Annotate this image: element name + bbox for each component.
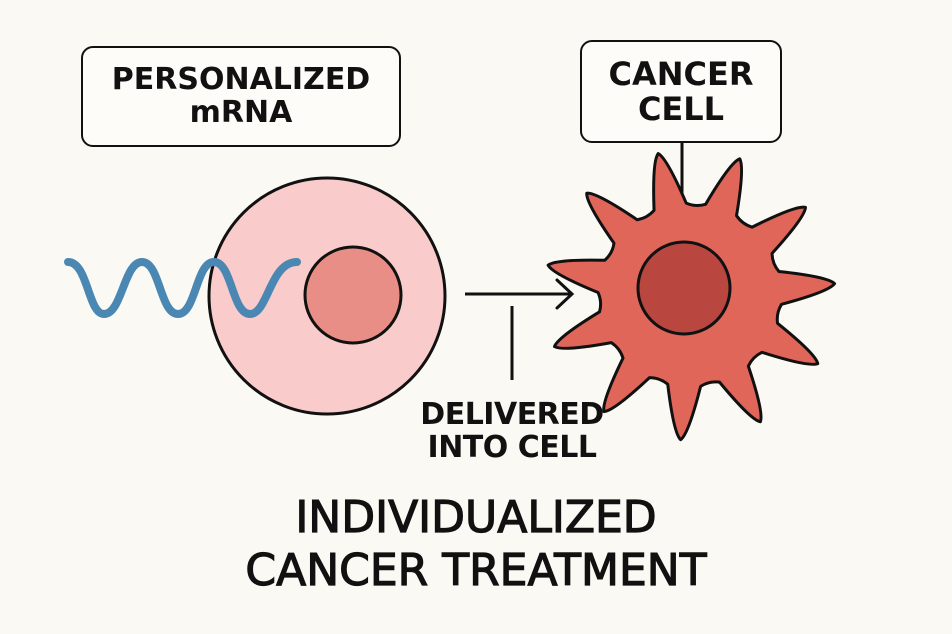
diagram-title: INDIVIDUALIZED CANCER TREATMENT [150, 491, 802, 598]
normal-cell-nucleus [303, 245, 403, 345]
cancer-label-line2: CELL [637, 89, 725, 128]
cancer-label-line1: CANCER [608, 54, 754, 93]
mrna-label-line1: PERSONALIZED [111, 62, 371, 98]
title-line1: INDIVIDUALIZED [295, 491, 658, 543]
mrna-label-line2: mRNA [189, 94, 293, 130]
delivered-into-cell-caption: DELIVERED INTO CELL [412, 398, 612, 464]
cancer-cell-label: CANCER CELL [580, 40, 782, 143]
mrna-strand-icon [64, 257, 301, 319]
title-line2: CANCER TREATMENT [245, 544, 707, 596]
delivered-line1: DELIVERED [420, 397, 604, 432]
delivered-line2: INTO CELL [427, 430, 597, 465]
delivery-arrow-head-icon [555, 278, 575, 310]
personalized-mrna-label: PERSONALIZED mRNA [81, 46, 401, 147]
cancer-cell-nucleus [636, 240, 732, 336]
